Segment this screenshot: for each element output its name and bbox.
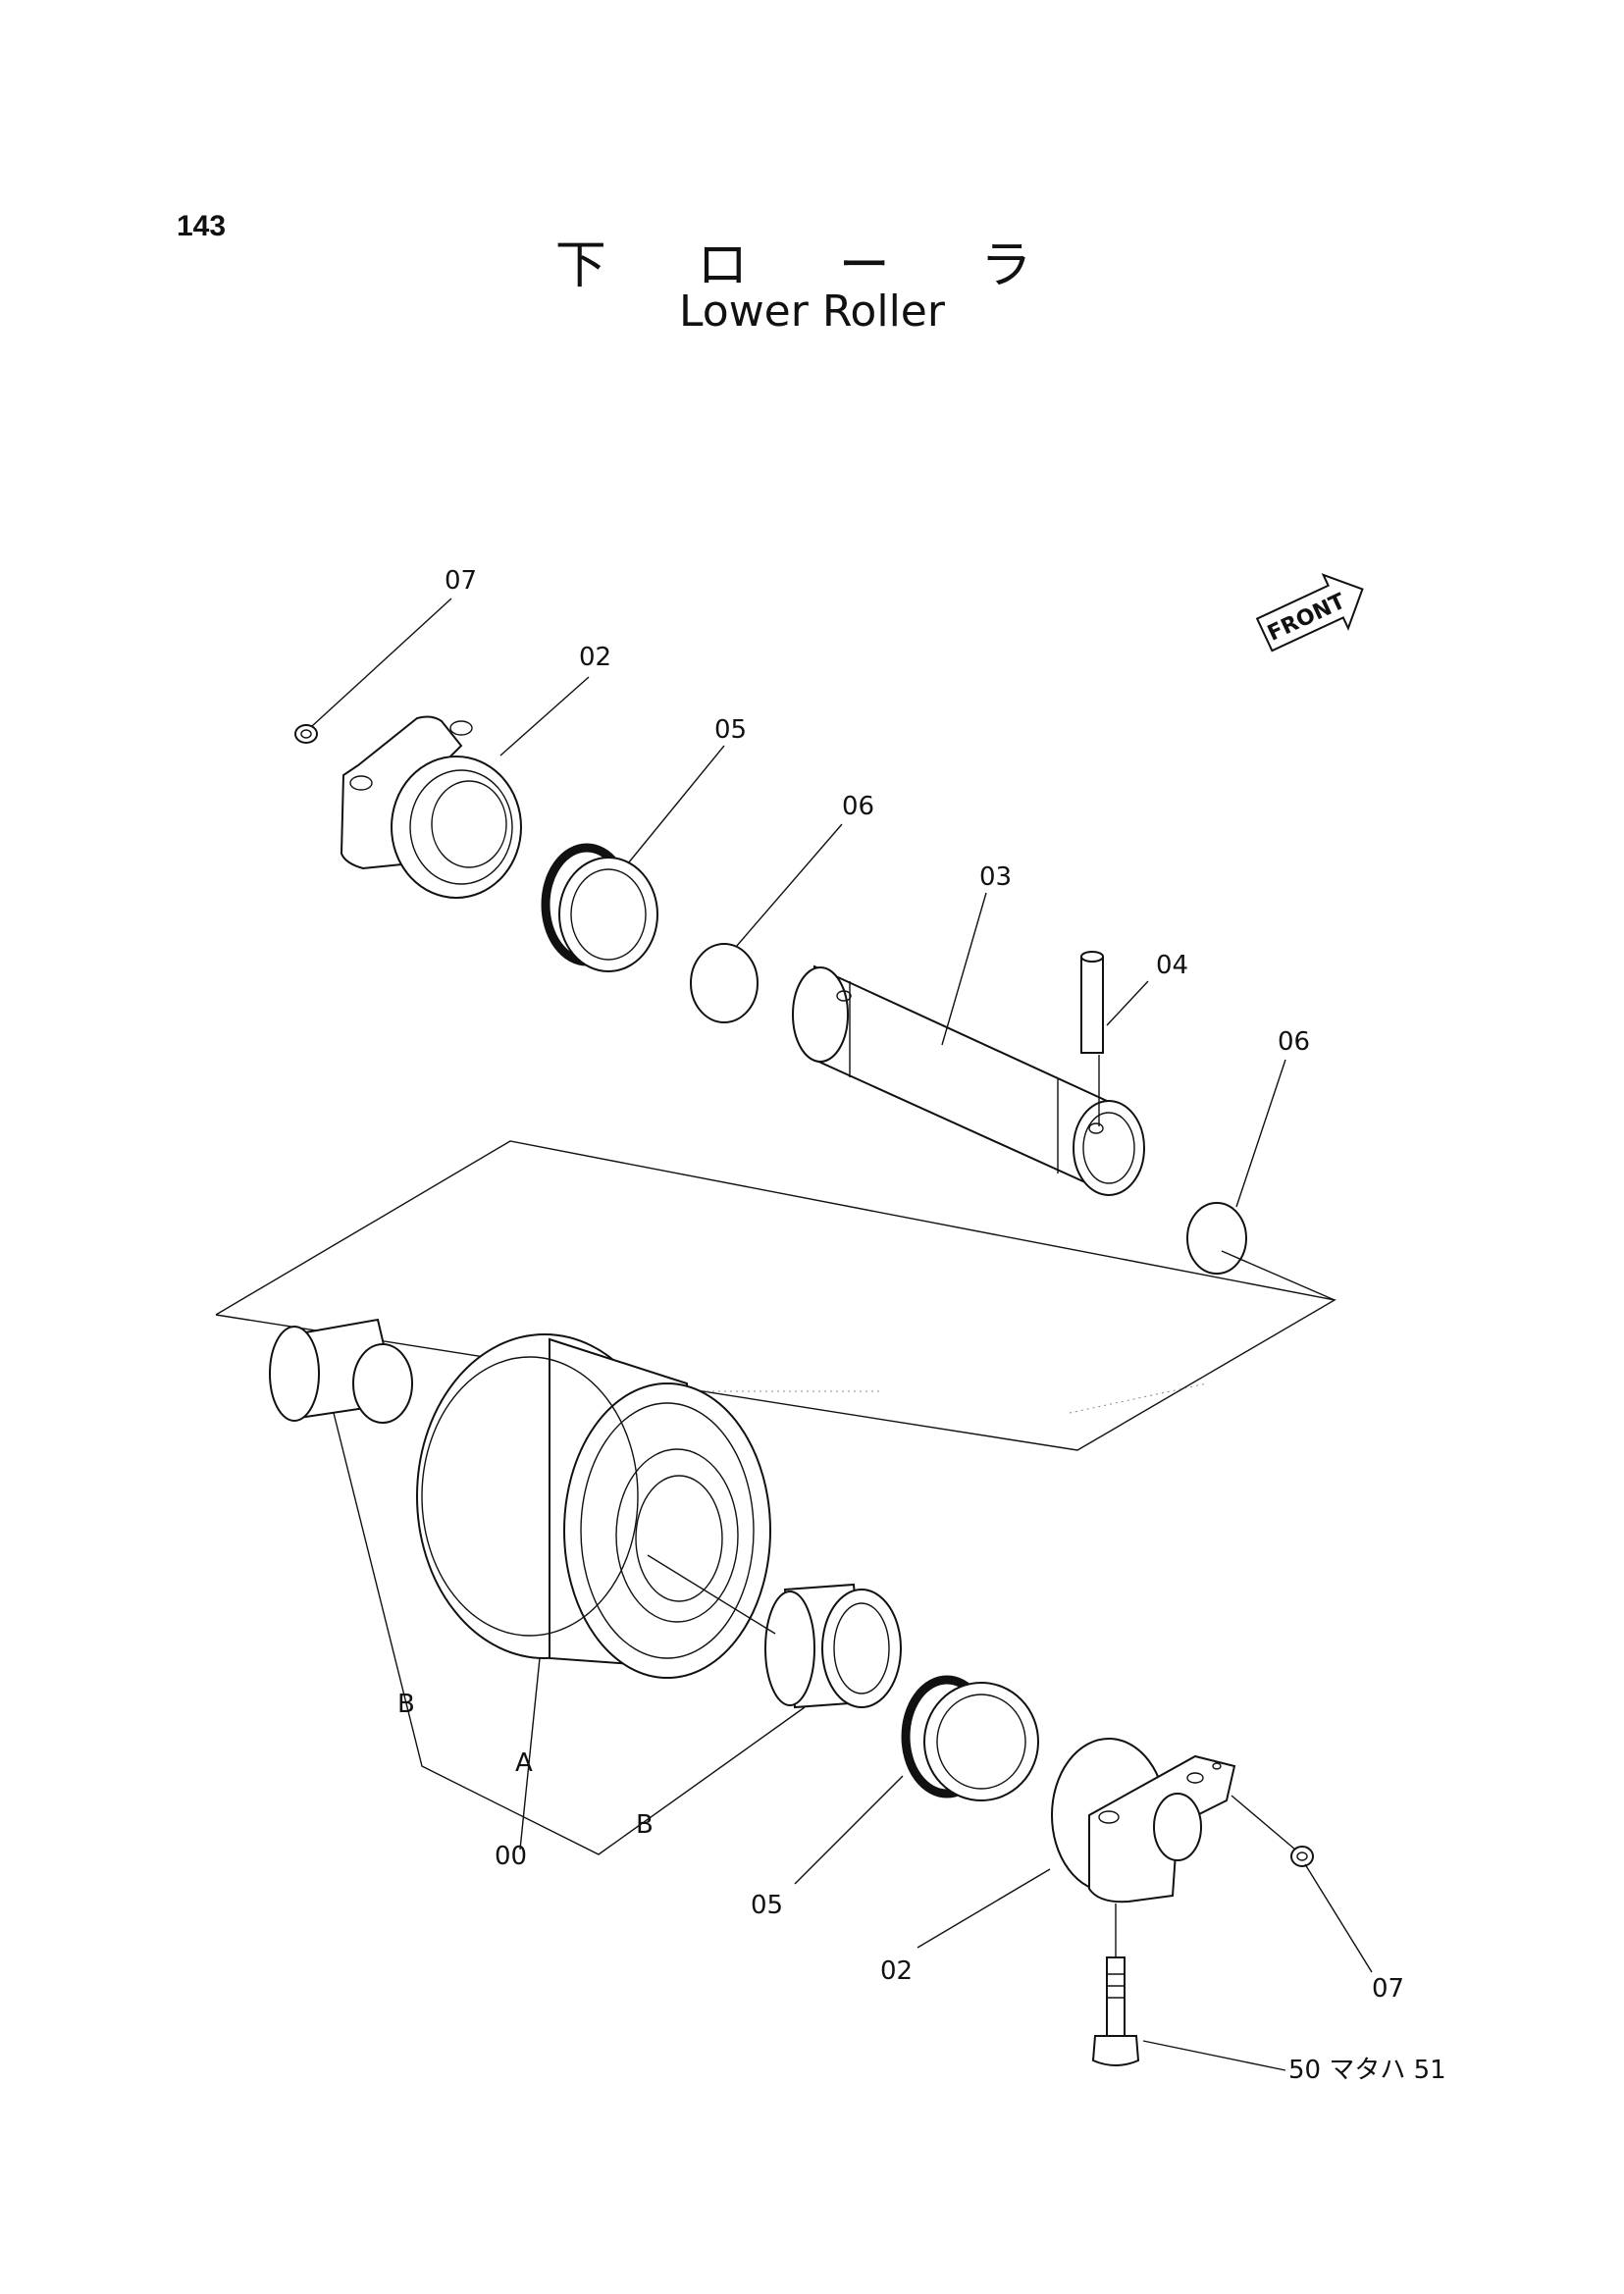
- roller-bracket-bottom: [1051, 1738, 1236, 1903]
- callout-b-bottom: B: [636, 1810, 654, 1840]
- mounting-bolt: [1091, 1956, 1140, 2066]
- title-japanese: 下 ロ ー ラ: [554, 236, 1070, 295]
- callout-50-or-51: 50 マタハ 51: [1288, 2056, 1446, 2085]
- page-number: 143: [177, 210, 227, 242]
- o-ring-right: [1186, 1202, 1247, 1275]
- callout-06-top: 06: [842, 792, 874, 821]
- floating-seal-bottom: [901, 1675, 1039, 1801]
- callout-06-right: 06: [1278, 1027, 1310, 1057]
- bushing-right: [764, 1583, 902, 1709]
- lock-pin: [1080, 951, 1104, 1054]
- set-screw-top: [294, 724, 318, 744]
- callout-07-bottom: 07: [1372, 1974, 1404, 2004]
- callout-04: 04: [1156, 951, 1188, 980]
- title-english: Lower Roller: [679, 287, 945, 337]
- callout-05-bottom: 05: [751, 1891, 783, 1920]
- front-arrow-icon: FRONT: [1255, 573, 1364, 652]
- roller-bracket-top: [340, 715, 522, 899]
- callout-a: A: [515, 1748, 533, 1778]
- roller-body: [416, 1333, 771, 1679]
- roller-shaft: [792, 965, 1145, 1196]
- o-ring-top: [690, 943, 759, 1023]
- callout-02-bottom: 02: [880, 1956, 913, 1986]
- callout-07-top: 07: [445, 566, 477, 596]
- set-screw-bottom: [1290, 1846, 1314, 1867]
- bushing-left: [269, 1318, 413, 1424]
- callout-00: 00: [495, 1842, 527, 1871]
- callout-05-top: 05: [714, 715, 747, 745]
- callout-02-top: 02: [579, 643, 611, 672]
- callout-03: 03: [979, 862, 1012, 892]
- callout-b-left: B: [397, 1690, 415, 1719]
- floating-seal-top: [541, 843, 658, 972]
